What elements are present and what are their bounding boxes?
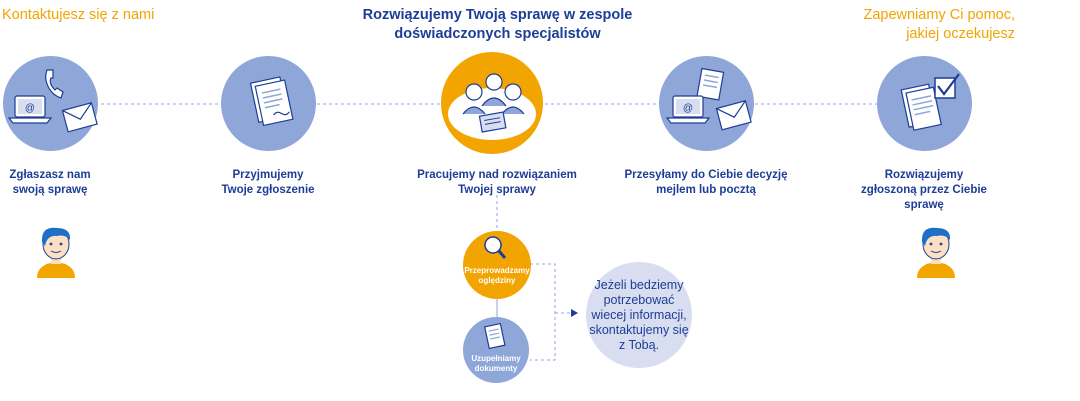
step-4-label-line1: Przesyłamy do Ciebie decyzję [624, 169, 788, 181]
step-5-label: Rozwiązujemy zgłoszoną przez Ciebie spra… [839, 168, 1009, 213]
info-line4: skontaktujemy się [589, 323, 689, 337]
header-help-line1: Zapewniamy Ci pomoc, [863, 7, 1016, 23]
step-3-label-line2: Twojej sprawy [458, 184, 536, 196]
laptop-envelope-icon: @ [665, 67, 752, 131]
svg-text:@: @ [25, 103, 35, 114]
step-5-label-line1: Rozwiązujemy [884, 169, 964, 181]
step-1-circle: @ [3, 56, 98, 151]
info-line5: z Tobą. [618, 338, 660, 352]
step-5-circle [877, 56, 972, 151]
substep-inspection-circle [463, 231, 531, 299]
step-4-circle: @ [659, 56, 754, 151]
document-icon [483, 322, 506, 350]
step-4-label: Przesyłamy do Ciebie decyzję mejlem lub … [621, 168, 791, 198]
info-line3: wiecej informacji, [591, 308, 687, 322]
substep-documents-line2: dokumenty [474, 364, 518, 373]
team-working-icon [448, 73, 536, 140]
step-2-label-line1: Przyjmujemy [232, 169, 304, 181]
info-line1: Jeżeli bedziemy [594, 278, 684, 292]
avatar-client-left [37, 227, 75, 278]
svg-text:@: @ [683, 103, 693, 114]
step-2-label: Przyjmujemy Twoje zgłoszenie [183, 168, 353, 198]
step-1-label: Zgłaszasz nam swoją sprawę [0, 168, 135, 198]
step-1-label-line1: Zgłaszasz nam [9, 169, 91, 181]
substep-documents-circle [463, 317, 529, 383]
header-center-line1: Rozwiązujemy Twoją sprawę w zespole [362, 7, 633, 23]
info-line2: potrzebować [603, 293, 675, 307]
header-center: Rozwiązujemy Twoją sprawę w zespole dośw… [360, 6, 635, 44]
avatar-client-right [917, 227, 955, 278]
checked-document-icon [900, 73, 960, 131]
documents-icon [249, 76, 294, 127]
step-1-label-line2: swoją sprawę [12, 184, 88, 196]
info-bubble-text: Jeżeli bedziemy potrzebować wiecej infor… [586, 278, 692, 353]
magnifier-icon [484, 236, 507, 259]
substep-inspection-line2: oględziny [478, 276, 516, 285]
header-help: Zapewniamy Ci pomoc, jakiej oczekujesz [820, 6, 1016, 44]
step-3-label: Pracujemy nad rozwiązaniem Twojej sprawy [412, 168, 582, 198]
step-3-circle [441, 52, 543, 154]
step-3-label-line1: Pracujemy nad rozwiązaniem [417, 169, 577, 181]
step-4-label-line2: mejlem lub pocztą [656, 184, 756, 196]
substep-documents-label: Uzupełniamy dokumenty [456, 354, 536, 374]
step-2-label-line2: Twoje zgłoszenie [221, 184, 315, 196]
header-help-line2: jakiej oczekujesz [906, 26, 1015, 42]
step-2-circle [221, 56, 316, 151]
header-contact: Kontaktujesz się z nami [2, 7, 155, 23]
substep-inspection-line1: Przeprowadzamy [464, 266, 530, 275]
substep-documents-line1: Uzupełniamy [471, 354, 521, 363]
laptop-phone-envelope-icon: @ [7, 69, 98, 133]
header-center-line2: doświadczonych specjalistów [394, 26, 601, 42]
step-5-label-line2: zgłoszoną przez Ciebie [861, 184, 987, 196]
step-5-label-line3: sprawę [904, 199, 944, 211]
info-bubble [586, 262, 692, 368]
substep-inspection-label: Przeprowadzamy oględziny [457, 266, 537, 286]
